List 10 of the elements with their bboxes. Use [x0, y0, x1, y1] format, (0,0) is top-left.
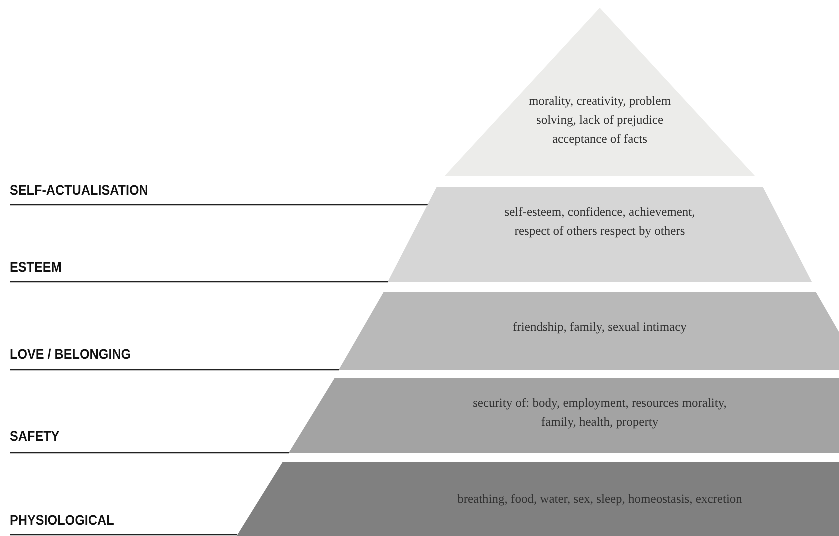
level-description: self-esteem, confidence, achievement, respect of others respect by others	[504, 204, 696, 240]
level-description: breathing, food, water, sex, sleep, homeostasis, excretion	[456, 491, 744, 508]
level-description: friendship, family, sexual intimacy	[512, 319, 688, 336]
level-heading: PHYSIOLOGICAL	[10, 512, 114, 528]
level-heading: SAFETY	[10, 428, 60, 444]
level-heading: SELF-ACTUALISATION	[10, 182, 148, 198]
level-description: security of: body, employment, resources morality, family, health, property	[472, 395, 728, 431]
level-heading: LOVE / BELONGING	[10, 346, 132, 362]
level-heading: ESTEEM	[10, 259, 62, 275]
level-description: morality, creativity, problem solving, lack of prejudice acceptance of facts	[528, 93, 672, 148]
